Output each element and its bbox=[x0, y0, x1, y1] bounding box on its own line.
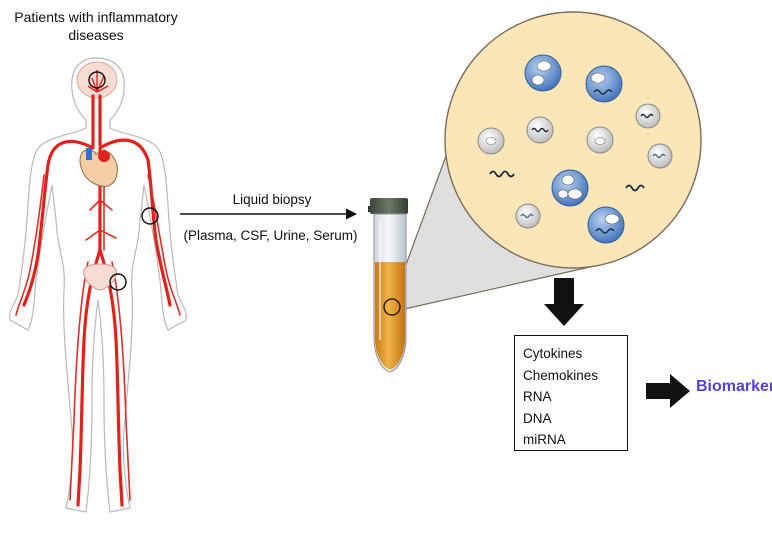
grey-cell bbox=[647, 143, 673, 169]
biomarkers-label: Biomarkers bbox=[696, 378, 772, 395]
blue-cell bbox=[585, 65, 623, 103]
right-block-arrow bbox=[646, 374, 690, 408]
blue-cell bbox=[551, 169, 589, 207]
sample-site-brain bbox=[88, 71, 106, 89]
grey-cell bbox=[477, 127, 505, 155]
marker-item: Chemokines bbox=[523, 367, 599, 383]
human-body bbox=[9, 57, 187, 513]
grey-cell bbox=[515, 203, 541, 229]
marker-item: RNA bbox=[523, 389, 552, 404]
grey-cell bbox=[635, 103, 661, 129]
sample-site-pelvis bbox=[109, 273, 127, 291]
marker-item: DNA bbox=[523, 410, 552, 426]
zoom-circle bbox=[444, 11, 702, 269]
free-dna-strand bbox=[625, 184, 645, 192]
blue-cell bbox=[587, 206, 625, 244]
blue-cell bbox=[524, 54, 562, 92]
grey-cell bbox=[586, 126, 614, 154]
marker-item: miRNA bbox=[523, 432, 566, 447]
down-block-arrow bbox=[544, 278, 584, 326]
marker-item: Cytokines bbox=[523, 346, 583, 361]
sample-site-arm bbox=[141, 207, 159, 225]
free-dna-strand bbox=[489, 170, 515, 178]
grey-cell bbox=[526, 116, 554, 144]
figure-title: Patients with inflammatory diseases bbox=[14, 9, 178, 43]
arrow-label: Liquid biopsy bbox=[232, 192, 312, 207]
arrow-sublabel: (Plasma, CSF, Urine, Serum) bbox=[183, 228, 358, 243]
tube-sample-circle bbox=[383, 298, 401, 316]
markers-box: Cytokines Chemokines RNA DNA miRNA bbox=[514, 335, 628, 451]
tube-cap bbox=[370, 198, 408, 214]
sample-tube bbox=[368, 198, 408, 373]
tube-liquid bbox=[375, 262, 405, 370]
